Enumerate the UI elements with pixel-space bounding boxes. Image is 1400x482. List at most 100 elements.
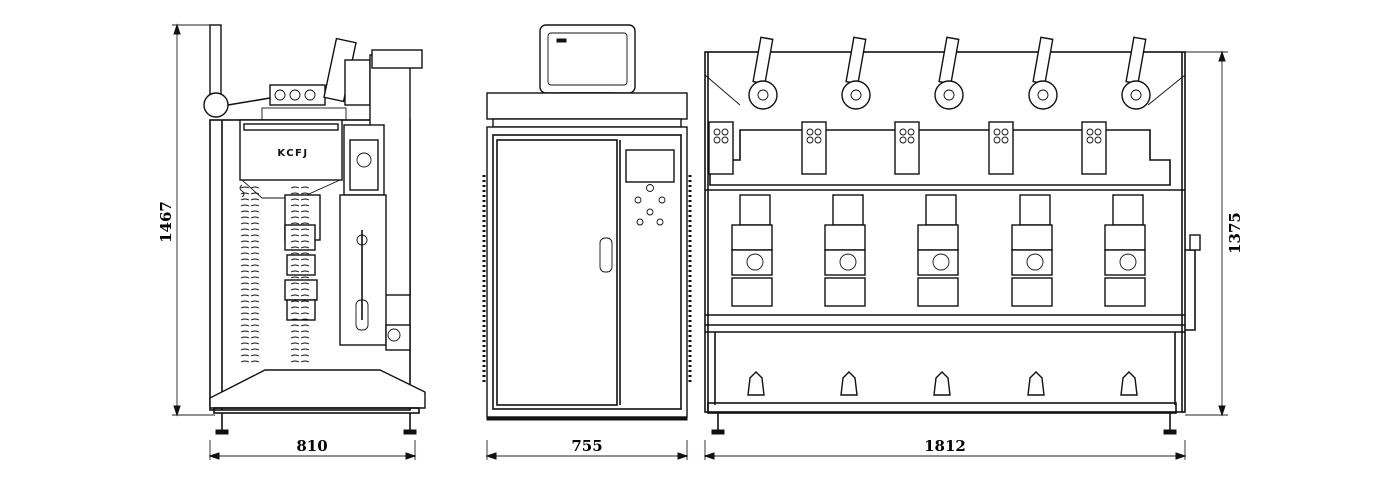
vent-slat (300, 270, 310, 273)
vent-slat (290, 324, 300, 327)
vent-slat (290, 198, 300, 201)
vent-slat (250, 360, 260, 363)
spindle-unit (894, 36, 964, 396)
vent-slat (290, 282, 300, 285)
vent-slat (290, 270, 300, 273)
vent-slat (250, 342, 260, 345)
cabinet-door-handle (599, 237, 613, 273)
side-height-label: 1467 (157, 201, 175, 243)
vent-slat (300, 282, 310, 285)
main-width-dimension: 1812 (703, 437, 1187, 460)
vent-slat (240, 330, 250, 333)
vent-slat (250, 210, 260, 213)
vent-slat (240, 234, 250, 237)
vent-slat (290, 348, 300, 351)
vent-slat (250, 258, 260, 261)
vent-slat (290, 306, 300, 309)
vent-slat (250, 348, 260, 351)
vent-slat (240, 360, 250, 363)
vent-slat (240, 252, 250, 255)
vent-slat (290, 312, 300, 315)
vent-slat (300, 336, 310, 339)
vent-slat (240, 288, 250, 291)
vent-slat (250, 222, 260, 225)
side-base (209, 369, 426, 409)
vent-slat (240, 312, 250, 315)
vent-slat (240, 186, 250, 189)
side-handle (209, 24, 222, 96)
vent-slat (250, 252, 260, 255)
vent-slat (290, 288, 300, 291)
side-vent-left (239, 184, 245, 198)
main-height-label: 1375 (1226, 212, 1244, 254)
vent-slat (240, 324, 250, 327)
vent-slat (240, 294, 250, 297)
vent-slat (300, 342, 310, 345)
vent-slat (240, 282, 250, 285)
vent-slat (250, 282, 260, 285)
vent-slat (240, 276, 250, 279)
spindle-unit (801, 36, 871, 396)
vent-slat (240, 222, 250, 225)
vent-slat (300, 312, 310, 315)
vent-slat (300, 252, 310, 255)
vent-slat (240, 300, 250, 303)
main-height-dimension: 1375 (1185, 50, 1244, 417)
vent-slat (300, 246, 310, 249)
vent-slat (300, 192, 310, 195)
vent-slat (300, 210, 310, 213)
vent-slat (250, 318, 260, 321)
vent-slat (250, 324, 260, 327)
vent-slat (300, 186, 310, 189)
vent-slat (290, 240, 300, 243)
vent-slat (250, 264, 260, 267)
vent-slat (300, 300, 310, 303)
vent-slat (250, 330, 260, 333)
cabinet-width-dimension: 755 (485, 437, 689, 460)
vent-slat (300, 360, 310, 363)
vent-slat (250, 192, 260, 195)
vent-slat (250, 204, 260, 207)
vent-slat (300, 204, 310, 207)
vent-slat (250, 354, 260, 357)
vent-slat (240, 228, 250, 231)
vent-slat (290, 360, 300, 363)
vent-slat (300, 324, 310, 327)
vent-slat (250, 270, 260, 273)
vent-slat (290, 222, 300, 225)
main-width-label: 1812 (924, 437, 966, 455)
vent-slat (290, 210, 300, 213)
vent-slat (300, 234, 310, 237)
vent-slat (290, 204, 300, 207)
vent-slat (240, 204, 250, 207)
vent-slat (250, 300, 260, 303)
vent-slat (300, 330, 310, 333)
vent-slat (250, 186, 260, 189)
vent-slat (240, 198, 250, 201)
front-cabinet: 755 (482, 24, 692, 460)
side-width-label: 810 (296, 437, 327, 455)
vent-slat (250, 276, 260, 279)
vent-slat (250, 312, 260, 315)
side-top-head (269, 84, 326, 106)
vent-slat (240, 336, 250, 339)
vent-slat (300, 216, 310, 219)
cabinet-width-label: 755 (571, 437, 602, 455)
vent-slat (240, 216, 250, 219)
vent-slat (240, 192, 250, 195)
vent-slat (250, 234, 260, 237)
side-mid-panel (339, 194, 387, 346)
side-nameplate-label: KCFJ (277, 148, 308, 159)
spindle-unit (1081, 36, 1151, 396)
side-width-dimension: 810 (208, 437, 417, 460)
vent-slat (290, 234, 300, 237)
vent-slat (240, 318, 250, 321)
vent-slat (250, 240, 260, 243)
vent-slat (290, 318, 300, 321)
main-front-view: 1375 1812 (703, 36, 1244, 460)
vent-slat (300, 306, 310, 309)
vent-slat (240, 246, 250, 249)
spindle-unit (708, 36, 778, 396)
vent-slat (300, 354, 310, 357)
